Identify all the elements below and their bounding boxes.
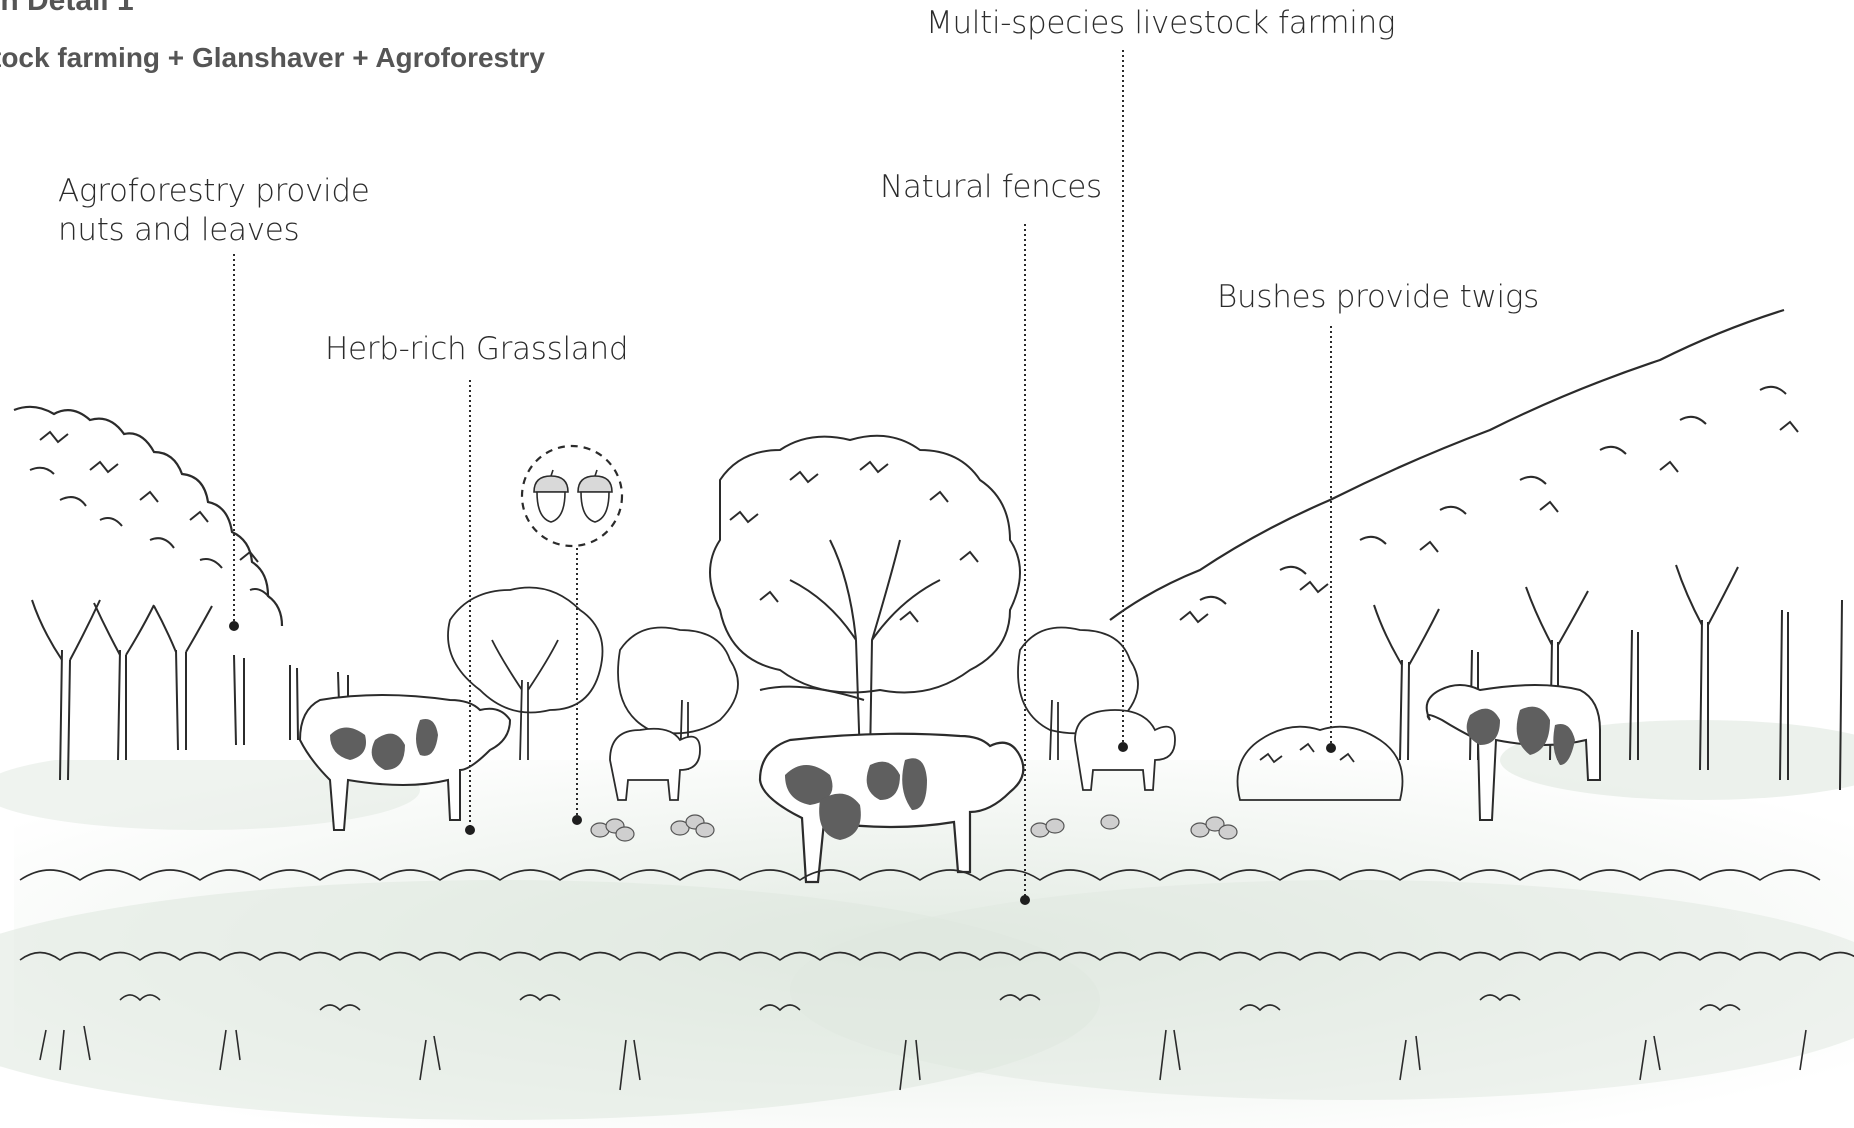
label-livestock: Multi-species livestock farming [926,4,1395,43]
central-tree [710,436,1020,760]
label-agroforestry-line1: Agroforestry provide [58,172,370,211]
acorn-callout [522,446,622,546]
label-agroforestry: Agroforestry provide nuts and leaves [58,172,370,250]
label-agroforestry-line2: nuts and leaves [58,211,370,250]
label-bushes: Bushes provide twigs [1217,278,1539,317]
label-grassland: Herb-rich Grassland [325,330,628,369]
label-natural-fences: Natural fences [880,168,1102,207]
